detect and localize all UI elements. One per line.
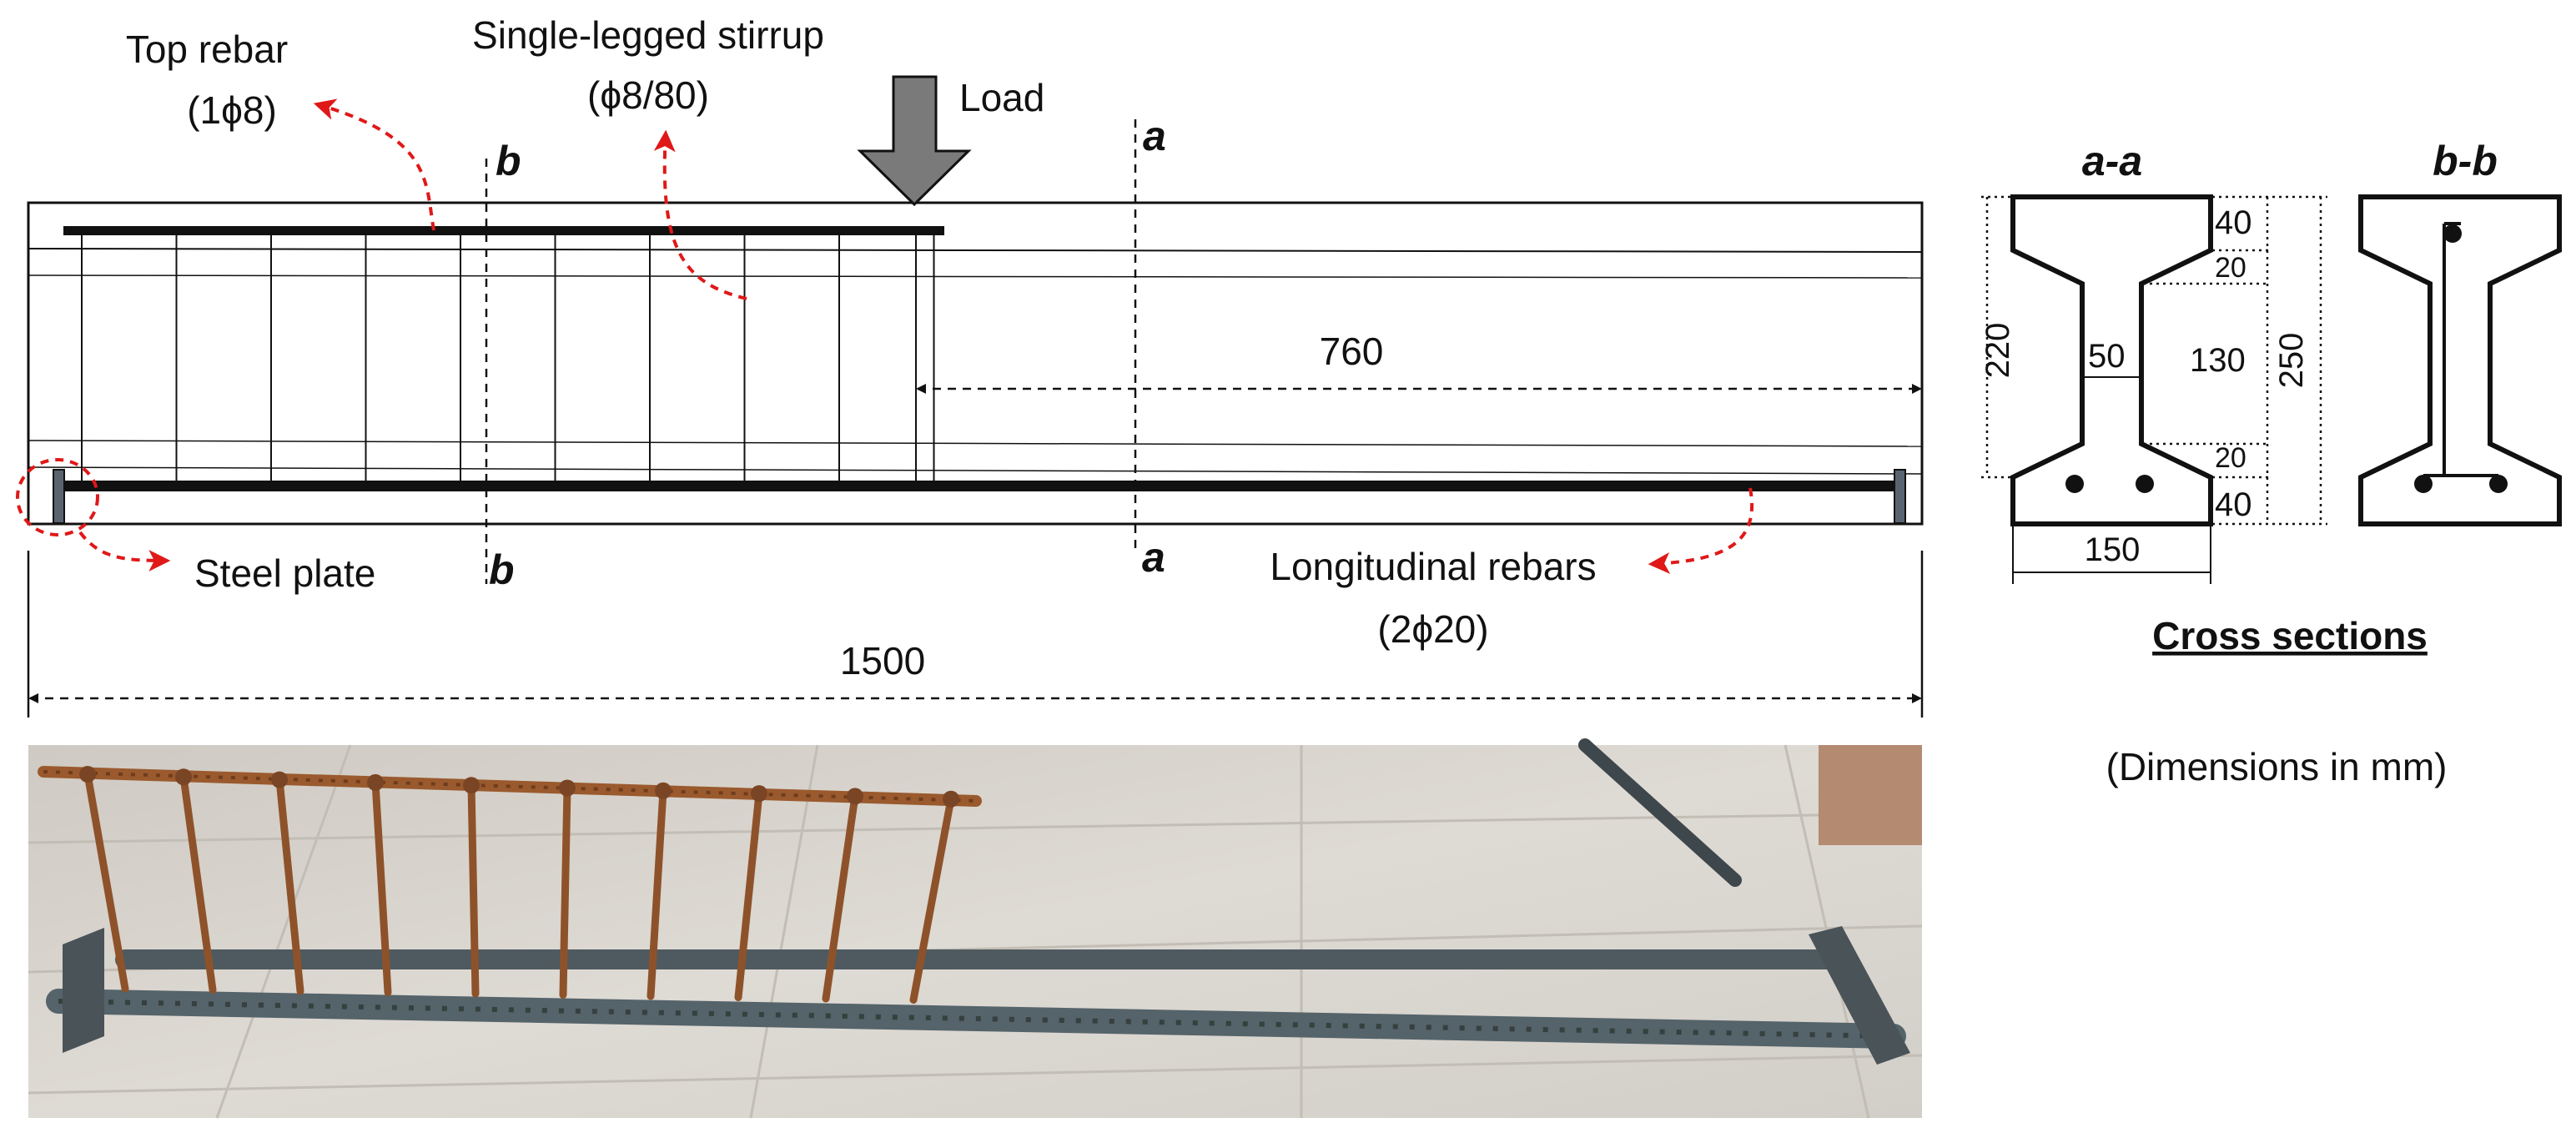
photo-long-bar-texture [58,999,1894,1039]
photo-stirrup-hook [175,768,192,786]
section-a-a-title: a-a [2082,138,2142,184]
photo-stirrup-hook [655,782,672,799]
photo-end-plate-right [1809,926,1910,1065]
photo-stirrup-hook [943,790,959,808]
top-rebar-pointer [313,98,435,231]
dim-130: 130 [2190,342,2246,379]
cross-section-b-b: b-b [2358,138,2562,526]
steel-plate-left [53,469,65,524]
steel-plate-right [1894,469,1906,524]
section-b-top: b [496,138,521,184]
dim-40-top: 40 [2215,204,2252,241]
dimensions-note: (Dimensions in mm) [2106,745,2448,788]
cross-sections-heading: Cross sections [2152,614,2428,657]
beam-elevation: Load b b a a 760 1500 [16,75,1924,718]
load-label: Load [959,76,1044,119]
dim-150: 150 [2085,531,2141,568]
stirrups [81,230,935,486]
photo-stirrup [647,787,667,1000]
section-b-b-title: b-b [2433,138,2498,184]
flange-line [28,466,1923,475]
dim-20-top: 20 [2215,252,2246,284]
long-rebar-label: Longitudinal rebars [1270,545,1596,588]
photo-stirrup-hook [559,779,576,797]
photo-stirrup-hook [847,788,863,805]
dim-250: 250 [2273,333,2310,389]
annotations: Top rebar (1ϕ8) Single-legged stirrup (ϕ… [78,13,1754,651]
load-arrow-icon [857,75,972,207]
photo-top-rebar-texture [43,770,977,803]
photo-end-plate-left [63,928,104,1053]
bottom-bar-left [2414,475,2433,493]
photo-stirrup [179,773,217,994]
photo-stirrup-hook [463,777,480,794]
photo-stirrup [822,792,859,1003]
photo-stirrup-hook [271,771,288,788]
long-rebar-pointer [1648,487,1754,575]
stirrup-label: Single-legged stirrup [472,13,824,57]
flange-line [28,274,1923,279]
flange-line [28,440,1923,447]
photo-stirrup-hook [751,785,767,803]
long-rebar-spec: (2ϕ20) [1377,607,1488,651]
steel-plate-pointer [78,531,171,572]
dim-1500-label: 1500 [840,639,925,682]
dim-760-label: 760 [1320,330,1384,373]
dim-50: 50 [2088,338,2126,375]
photo-stirrup [467,781,480,998]
loose-bar [1578,738,1742,887]
photo-stirrup-hook [367,773,384,791]
section-a-bottom: a [1142,534,1165,581]
flange-line [28,248,1923,253]
section-b-bottom: b [489,546,515,593]
photo-stirrups [79,766,959,1004]
cage-photo [28,738,1923,1119]
photo-stirrup [559,784,571,999]
photo-stirrup [734,789,763,1001]
stirrup-spec: (ϕ8/80) [587,73,709,117]
photo-stirrup [83,770,129,993]
section-a-top: a [1143,113,1166,159]
photo-stirrup [275,776,304,995]
brick-wall [1819,745,1922,845]
top-bar [2443,224,2462,243]
bottom-bar-left [2065,475,2084,493]
top-rebar-label: Top rebar [126,28,288,71]
dim-20-bot: 20 [2215,442,2246,474]
section-a-a-outline [2010,194,2213,526]
top-rebar-spec: (1ϕ8) [187,88,277,132]
bottom-bar-right [2136,475,2154,493]
photo-stirrup-hook [79,766,96,783]
longitudinal-rebar [53,481,1904,491]
photo-stirrup [909,795,955,1004]
steel-plate-highlight [16,458,99,536]
dim-40-bot: 40 [2215,486,2252,523]
section-b-b-outline [2358,194,2562,526]
photo-stirrup [371,778,392,996]
stirrup-pointer [653,129,747,300]
dim-220: 220 [1980,323,2016,379]
beam-outline [27,201,1924,526]
top-rebar [63,226,944,235]
bottom-bar-right [2489,475,2508,493]
cross-section-a-a: a-a 40 20 130 20 40 250 220 50 150 [1980,138,2327,584]
steel-plate-label: Steel plate [194,551,375,595]
photo-background [28,745,1922,1118]
